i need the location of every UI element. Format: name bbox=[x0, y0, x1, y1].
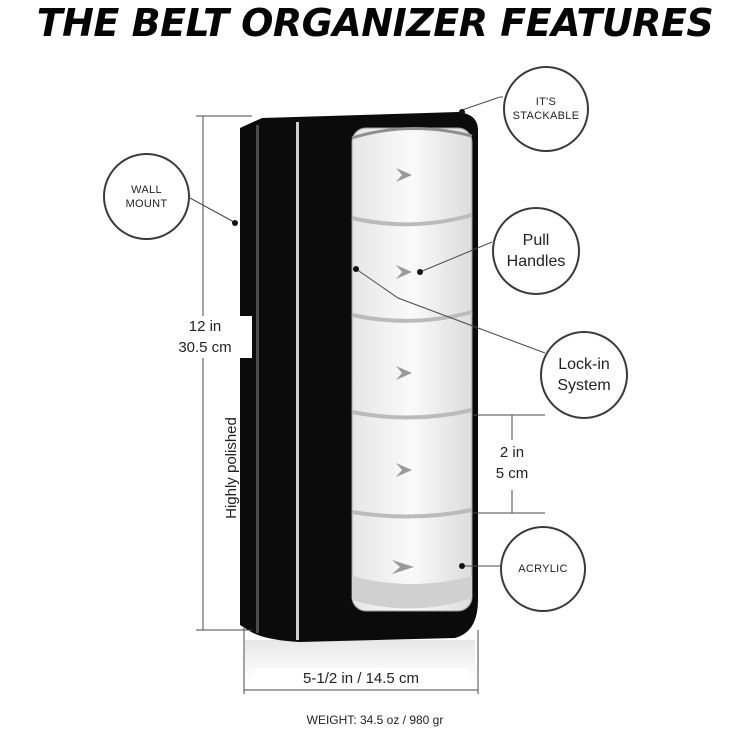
leader-pull-handles bbox=[419, 241, 493, 273]
handle-4 bbox=[396, 463, 412, 477]
drawer-divider-1 bbox=[351, 213, 473, 227]
width-label: 5-1/2 in / 14.5 cm bbox=[254, 668, 468, 689]
drawer-dimension bbox=[472, 414, 545, 514]
height-in: 12 in bbox=[188, 318, 222, 335]
lock-in-line1: Lock-in bbox=[558, 356, 610, 373]
weight-label: WEIGHT: 34.5 oz / 980 gr bbox=[306, 713, 444, 727]
stackable-line2: STACKABLE bbox=[512, 110, 580, 122]
callout-lock-in: Lock-in System bbox=[540, 331, 628, 419]
height-cm: 30.5 cm bbox=[178, 339, 232, 356]
drawer-in: 2 in bbox=[499, 444, 525, 461]
height-dimension bbox=[196, 115, 252, 631]
acrylic-base bbox=[352, 576, 472, 609]
handle-2 bbox=[396, 265, 412, 279]
width-dimension bbox=[243, 626, 479, 694]
acrylic-line1: ACRYLIC bbox=[518, 563, 568, 575]
lock-in-line2: System bbox=[557, 377, 611, 394]
finish-label: Highly polished bbox=[223, 417, 240, 519]
wall-mount-line2: MOUNT bbox=[125, 197, 168, 210]
leader-lock-in bbox=[355, 268, 546, 354]
leader-stackable bbox=[461, 96, 503, 111]
pull-handles-line1: Pull bbox=[522, 232, 550, 249]
drawer-divider-3 bbox=[351, 408, 473, 420]
wall-mount-line1: WALL bbox=[131, 183, 162, 196]
panel-edge-highlight bbox=[256, 125, 259, 633]
page-title: THE BELT ORGANIZER FEATURES bbox=[36, 1, 714, 45]
drawer-divider-2 bbox=[351, 310, 473, 323]
leader-lines bbox=[189, 96, 546, 567]
handle-5 bbox=[392, 560, 414, 574]
handle-1 bbox=[396, 168, 412, 182]
drawer-cm: 5 cm bbox=[495, 465, 529, 482]
callout-acrylic: ACRYLIC bbox=[500, 526, 586, 612]
acrylic-body bbox=[351, 127, 473, 612]
height-label: 12 in 30.5 cm bbox=[158, 316, 252, 358]
acrylic-top-rim bbox=[351, 127, 473, 140]
leader-dots bbox=[232, 109, 465, 569]
width-value: 5-1/2 in / 14.5 cm bbox=[303, 670, 419, 687]
drawer-divider-4 bbox=[351, 508, 473, 519]
pull-handles-line2: Handles bbox=[506, 253, 566, 270]
callout-stackable: IT'S STACKABLE bbox=[503, 66, 589, 152]
callout-pull-handles: Pull Handles bbox=[492, 207, 580, 295]
pull-handles bbox=[392, 168, 414, 574]
stackable-line1: IT'S bbox=[535, 96, 557, 108]
drawer-height-label: 2 in 5 cm bbox=[487, 442, 537, 484]
leader-wall-mount bbox=[189, 197, 235, 223]
panel-edge-highlight-2 bbox=[296, 122, 299, 640]
callout-wall-mount: WALL MOUNT bbox=[103, 153, 190, 240]
handle-3 bbox=[396, 366, 412, 380]
